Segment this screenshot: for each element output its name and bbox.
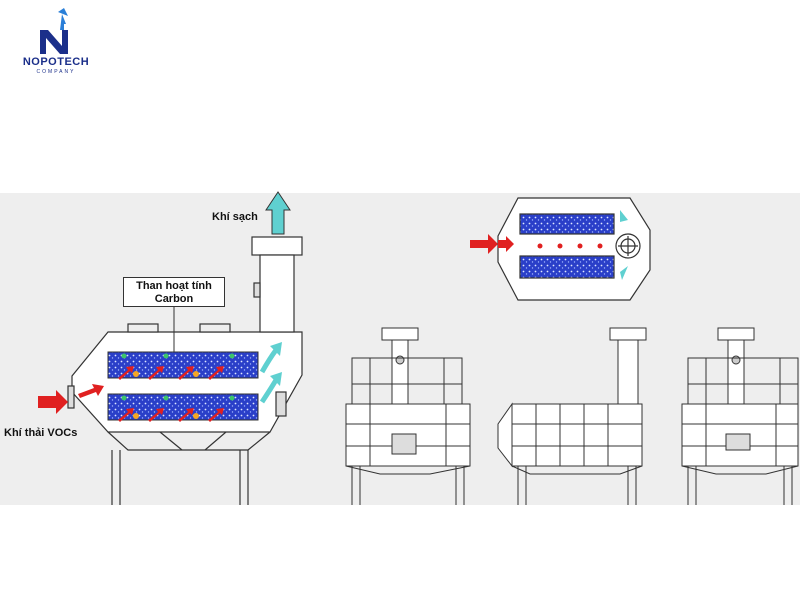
clean-air-arrow-icon <box>270 372 282 386</box>
front-elevation-left <box>345 327 471 505</box>
company-logo: NOPOTECH COMPANY <box>18 8 94 78</box>
carbon-label-line1: Than hoạt tính <box>136 280 212 292</box>
clean-air-arrow-icon <box>270 342 282 356</box>
chimney-cap <box>251 236 303 256</box>
logo-mark-icon <box>40 8 68 54</box>
top-inlet-arrow-icon <box>470 234 498 254</box>
carbon-label-line2: Carbon <box>154 293 194 305</box>
front-elevation-right <box>681 327 799 505</box>
exhaust-arrow-icon <box>265 191 291 235</box>
logo-subtitle: COMPANY <box>36 69 76 75</box>
inlet-arrow-icon <box>78 384 104 398</box>
carbon-label-box: Than hoạt tính Carbon <box>123 277 225 307</box>
chimney <box>259 254 295 333</box>
top-view <box>497 197 651 301</box>
inlet-label: Khí thải VOCs <box>4 427 78 439</box>
inlet-arrow-icon <box>38 390 68 414</box>
logo-name: NOPOTECH <box>22 56 90 68</box>
side-elevation <box>497 327 647 505</box>
flow-arrows <box>118 353 235 422</box>
clean-air-label: Khí sạch <box>212 211 258 223</box>
